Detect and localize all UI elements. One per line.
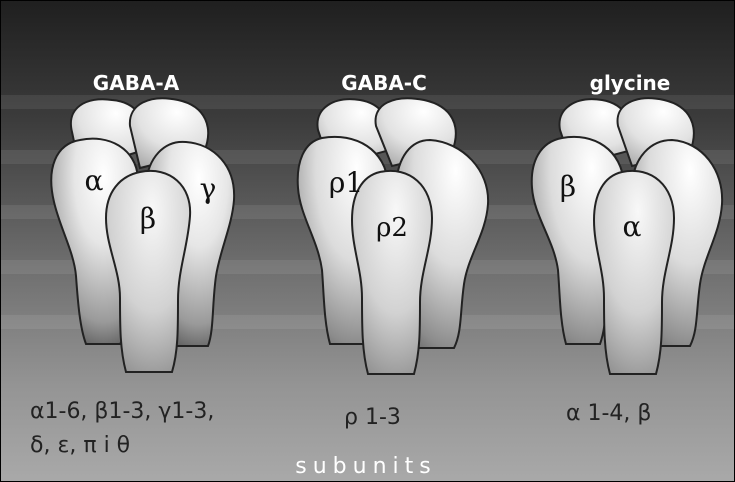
receptor-gaba-a: GABA-A α β γ [50, 71, 236, 373]
receptor-title: GABA-A [93, 71, 180, 95]
composition-line: α1-6, β1-3, γ1-3, [30, 399, 214, 424]
subunit-label: γ [200, 172, 217, 205]
subunit-label: α [85, 164, 104, 197]
receptor-title: GABA-C [341, 71, 427, 95]
receptor-gaba-c: GABA-C ρ1 ρ2 [296, 71, 490, 375]
footer-label: subunits [295, 454, 436, 479]
subunit-beta [104, 169, 192, 373]
subunit-label: ρ1 [329, 166, 363, 199]
receptor-title: glycine [590, 71, 671, 95]
subunit-label: β [560, 170, 576, 203]
subunit-label: α [623, 210, 642, 243]
composition-line: α 1-4, β [566, 401, 651, 426]
subunit-alpha [592, 169, 676, 375]
subunit-label: β [140, 202, 156, 235]
composition-line: ρ 1-3 [344, 405, 401, 430]
composition-line: δ, ε, π i θ [30, 433, 130, 458]
subunit-rho2 [350, 169, 434, 375]
subunit-label: ρ2 [376, 213, 408, 243]
receptor-glycine: glycine β α [530, 71, 724, 375]
